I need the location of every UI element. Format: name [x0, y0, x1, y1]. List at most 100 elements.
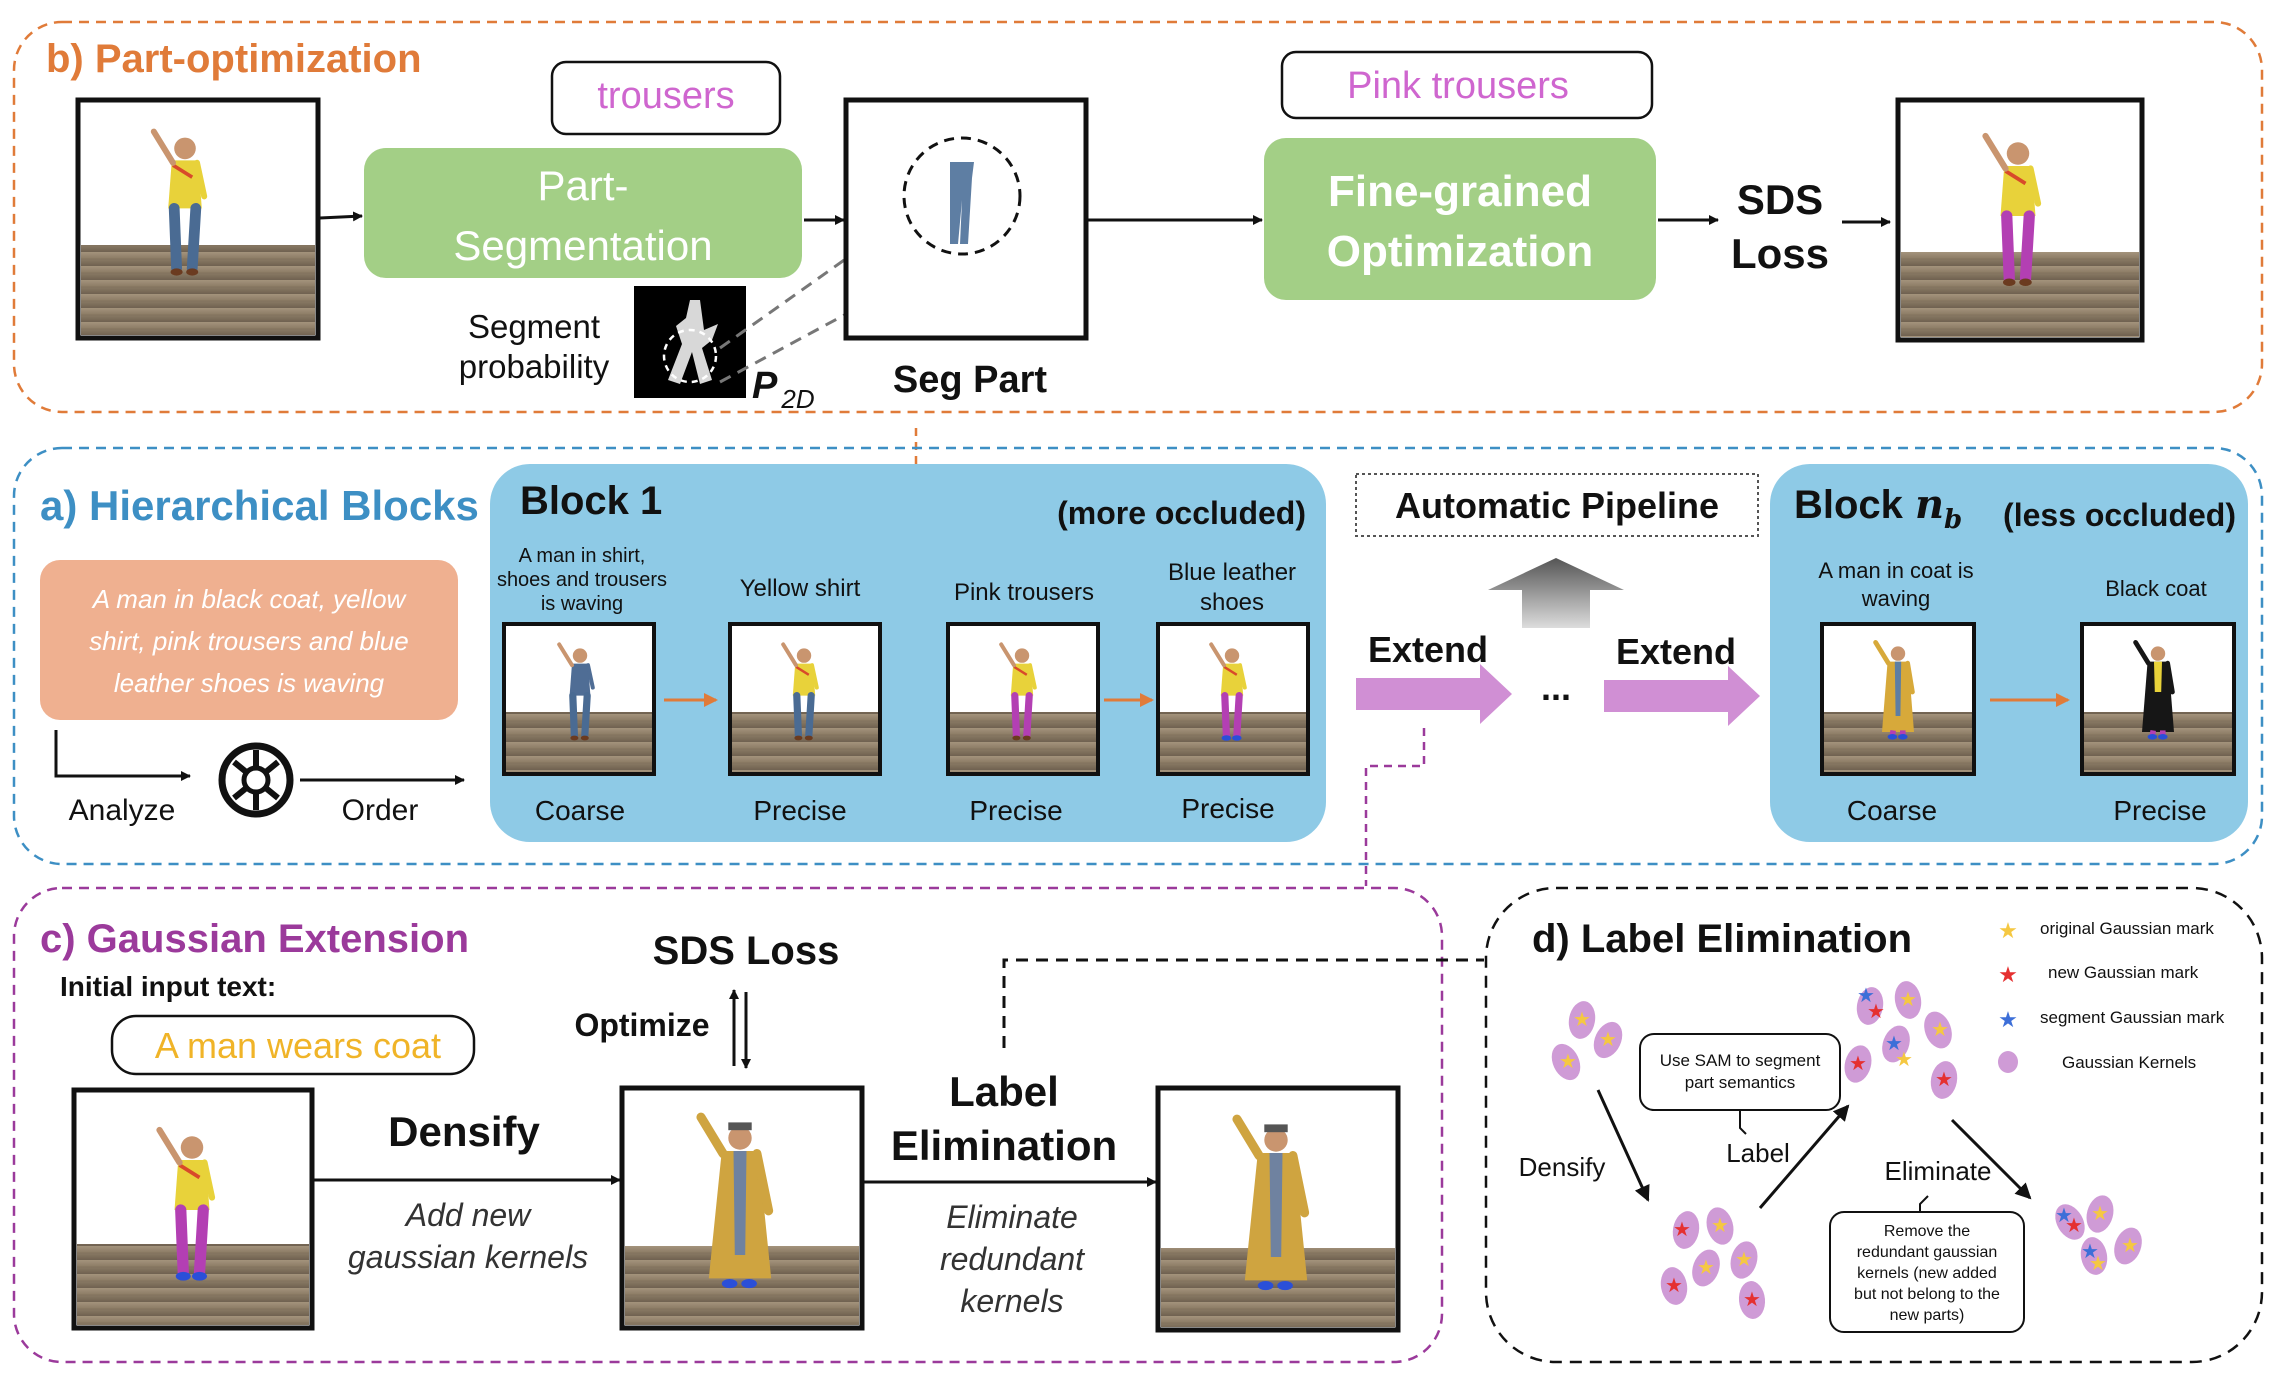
- block-nb-item2-label: Precise: [2113, 795, 2206, 826]
- block1-title: Block 1: [520, 479, 662, 523]
- part-optimization-panel: b) Part-optimization trousers Part- Segm…: [12, 20, 2264, 414]
- block1-item1-caption-line1: A man in shirt,: [519, 545, 646, 567]
- svg-text:★: ★: [1665, 1275, 1683, 1297]
- automatic-pipeline-box: [1355, 473, 1759, 537]
- label-step-label: Label: [1726, 1138, 1790, 1168]
- fine-grained-line1: Fine-grained: [1328, 167, 1592, 216]
- fine-grained-optimization-box: [1264, 138, 1656, 300]
- block-nb-item1-label: Coarse: [1847, 795, 1937, 826]
- eliminate-note-line1: Eliminate: [946, 1199, 1078, 1235]
- block1-item4-image: [1156, 622, 1310, 776]
- gaussian-extension-title: c) Gaussian Extension: [40, 917, 469, 961]
- svg-text:★: ★: [1849, 1053, 1867, 1075]
- svg-text:★: ★: [1743, 1289, 1761, 1311]
- svg-text:★: ★: [1559, 1051, 1577, 1073]
- legend-new-star-icon: ★: [1998, 962, 2018, 987]
- block1-item4-caption-line2: shoes: [1200, 589, 1264, 616]
- svg-text:★: ★: [2121, 1235, 2139, 1257]
- svg-text:★: ★: [2089, 1253, 2107, 1275]
- pink-trousers-result-image: [1895, 97, 2145, 343]
- remove-note-line5: new parts): [1890, 1307, 1965, 1324]
- sam-note-box: [1639, 1033, 1841, 1111]
- hierarchical-blocks-border: [12, 446, 2264, 866]
- up-arrow-icon: [1488, 558, 1624, 628]
- svg-text:★: ★: [1573, 1009, 1591, 1031]
- optimize-label: Optimize: [574, 1007, 709, 1043]
- gaussian-extension-border: [12, 886, 1444, 1364]
- block-nb-occlusion: (less occluded): [2003, 497, 2236, 533]
- openai-logo-icon: [218, 742, 294, 818]
- legend-new-label: new Gaussian mark: [2048, 963, 2199, 982]
- svg-text:★: ★: [1885, 1033, 1903, 1055]
- block-nb-item1-caption-line1: A man in coat is: [1818, 558, 1973, 583]
- segmented-kernels-cluster: ★ ★ ★ ★ ★ ★ ★ ★: [1840, 979, 1961, 1101]
- trousers-prompt-text: trousers: [597, 75, 734, 117]
- fine-grained-line2: Optimization: [1327, 227, 1593, 276]
- eliminate-step-label: Eliminate: [1885, 1156, 1992, 1186]
- part-segmentation-line1: Part-: [537, 162, 628, 209]
- label-elimination-line1: Label: [949, 1068, 1059, 1115]
- svg-text:★: ★: [1711, 1215, 1729, 1237]
- input-description-line2: shirt, pink trousers and blue: [89, 626, 408, 656]
- svg-text:★: ★: [1899, 989, 1917, 1011]
- label-elimination-border: [1484, 886, 2264, 1364]
- pink-trousers-prompt-text: Pink trousers: [1347, 65, 1569, 107]
- block1-occlusion: (more occluded): [1057, 495, 1306, 531]
- gaussian-extension-panel: c) Gaussian Extension Initial input text…: [12, 886, 1484, 1364]
- trousers-prompt-box: [550, 60, 782, 136]
- seg-part-image: [843, 97, 1089, 341]
- part-optimization-border: [12, 20, 2264, 414]
- input-description-line1: A man in black coat, yellow: [91, 584, 408, 614]
- densify-label: Densify: [388, 1108, 540, 1155]
- svg-text:★: ★: [1867, 1001, 1885, 1023]
- block1-item3-label: Precise: [969, 795, 1062, 826]
- extend-right-label: Extend: [1616, 631, 1736, 672]
- segment-probability-line2: probability: [459, 348, 610, 385]
- block1-item3-caption: Pink trousers: [954, 579, 1094, 606]
- block1-item1-caption-line3: is waving: [541, 593, 623, 615]
- input-avatar-image: [71, 1087, 315, 1331]
- svg-text:★: ★: [2081, 1241, 2099, 1263]
- automatic-pipeline-label: Automatic Pipeline: [1395, 485, 1719, 526]
- svg-text:★: ★: [2091, 1203, 2109, 1225]
- block-nb-item2-image: [2080, 622, 2236, 776]
- segment-probability-line1: Segment: [468, 308, 600, 345]
- svg-text:★: ★: [1599, 1029, 1617, 1051]
- extend-left-label: Extend: [1368, 629, 1488, 670]
- svg-text:★: ★: [2065, 1215, 2083, 1237]
- legend-segment-label: segment Gaussian mark: [2040, 1008, 2225, 1027]
- label-elimination-title: d) Label Elimination: [1532, 917, 1912, 961]
- original-kernels-cluster: ★ ★ ★: [1546, 999, 1628, 1085]
- legend-original-star-icon: ★: [1998, 918, 2018, 943]
- analyze-label: Analyze: [69, 794, 176, 827]
- sam-note-line2: part semantics: [1685, 1073, 1796, 1092]
- legend-kernel-icon: [1998, 1051, 2018, 1073]
- remove-note-line3: kernels (new added: [1857, 1265, 1997, 1282]
- block1-item2-label: Precise: [753, 795, 846, 826]
- block1-item1-caption-line2: shoes and trousers: [497, 569, 667, 591]
- ellipsis: ...: [1541, 667, 1571, 708]
- eliminated-kernels-cluster: ★ ★ ★ ★ ★ ★: [2049, 1192, 2147, 1277]
- input-description-line3: leather shoes is waving: [114, 668, 385, 698]
- block-nb-item1-image: [1820, 622, 1976, 776]
- svg-text:★: ★: [1857, 985, 1875, 1007]
- densify-note-line2: gaussian kernels: [348, 1239, 588, 1275]
- part-optimization-title: b) Part-optimization: [46, 37, 422, 81]
- block1-item3-image: [946, 622, 1100, 776]
- sds-loss-label: SDS Loss: [653, 929, 840, 973]
- label-elimination-line2: Elimination: [891, 1122, 1117, 1169]
- sds-loss-top-line2: Loss: [1731, 230, 1829, 277]
- densified-avatar-image: [619, 1085, 865, 1331]
- sam-note-line1: Use SAM to segment: [1660, 1051, 1821, 1070]
- densified-kernels-cluster: ★ ★ ★ ★ ★ ★: [1657, 1204, 1767, 1321]
- remove-note-line4: but not belong to the: [1854, 1286, 2000, 1303]
- legend-segment-star-icon: ★: [1998, 1007, 2018, 1032]
- svg-text:★: ★: [1697, 1257, 1715, 1279]
- hierarchical-blocks-title: a) Hierarchical Blocks: [40, 482, 479, 529]
- extend-right-arrow: [1604, 666, 1760, 726]
- order-label: Order: [342, 794, 419, 827]
- remove-note-box: [1829, 1211, 2025, 1333]
